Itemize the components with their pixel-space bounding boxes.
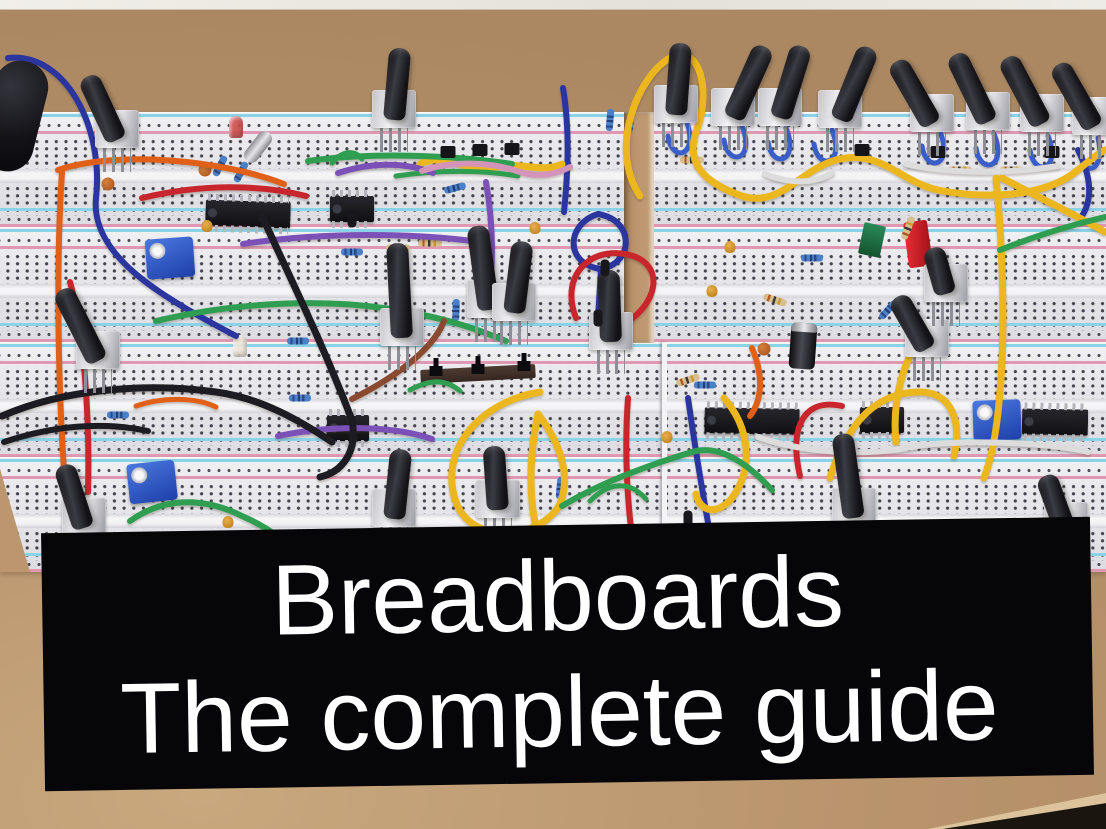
resistor — [107, 411, 129, 419]
center-channel — [0, 284, 1106, 298]
jumper-wire — [755, 434, 1091, 456]
power-rail-holes — [0, 348, 1106, 359]
jumper-wire — [560, 85, 571, 215]
power-rail-line — [0, 131, 1106, 134]
led — [229, 116, 243, 138]
jumper-wire — [153, 300, 509, 344]
jumper-wire — [685, 395, 712, 531]
power-rail-holes — [0, 327, 1106, 338]
power-rail-holes — [0, 463, 1106, 474]
jumper-wire — [0, 384, 336, 446]
jumper-wire — [998, 174, 1106, 236]
power-rail-line — [0, 323, 1106, 326]
power-rail-line — [0, 114, 1106, 117]
tactile-switch — [472, 144, 488, 156]
jumper-wire — [5, 54, 239, 339]
resistor — [287, 337, 309, 345]
power-rail-line — [0, 361, 1106, 364]
jumper-wire — [527, 410, 542, 532]
jumper-wire — [1, 422, 151, 445]
jumper-wire — [622, 51, 746, 200]
title-line-2: The complete guide — [119, 649, 1000, 776]
slide-switch — [429, 358, 443, 376]
jumper-wire — [793, 401, 845, 479]
tantalum-capacitor — [661, 431, 673, 443]
led — [233, 335, 247, 357]
pot-knob — [482, 445, 509, 511]
slide-switch — [517, 353, 531, 371]
power-rail-line — [0, 454, 1106, 457]
ceramic-capacitor — [101, 177, 115, 191]
title-banner: Breadboards The complete guide — [41, 516, 1094, 792]
jumper-wire — [139, 184, 309, 201]
wire-plug — [347, 210, 357, 228]
resistor — [289, 394, 311, 402]
resistor — [418, 239, 442, 247]
title-line-1: Breadboards — [270, 535, 845, 657]
power-rail-line — [0, 344, 1106, 347]
power-rail-holes — [0, 442, 1106, 453]
power-rail-line — [0, 246, 1106, 249]
resistor — [694, 381, 716, 389]
tantalum-capacitor — [724, 241, 736, 253]
power-rail-holes — [0, 212, 1106, 223]
power-rail-holes — [0, 118, 1106, 129]
power-rail-line — [0, 208, 1106, 211]
jumper-wire — [393, 169, 521, 179]
power-rail-line — [0, 339, 1106, 342]
power-rail-holes — [0, 233, 1106, 244]
jumper-wire — [419, 160, 573, 178]
jumper-wire — [980, 174, 1007, 482]
pot-knob — [597, 269, 622, 343]
resistor — [801, 254, 823, 262]
jumper-wire — [275, 425, 435, 442]
jumper-wire — [623, 395, 634, 531]
tantalum-capacitor — [222, 516, 234, 528]
jumper-wire — [407, 379, 463, 394]
power-rail-line — [0, 476, 1106, 479]
tantalum-capacitor — [201, 220, 213, 232]
tactile-switch — [504, 143, 520, 155]
jumper-wire — [559, 447, 775, 509]
jumper-wire — [133, 396, 219, 410]
jumper-wire — [903, 161, 1061, 175]
jumper-wire — [55, 169, 67, 473]
jumper-wire — [747, 345, 764, 419]
jumper-wire — [738, 146, 1106, 202]
tactile-switch — [854, 144, 870, 156]
jumper-wire — [258, 212, 357, 481]
power-rail-line — [0, 229, 1106, 232]
power-rail-line — [0, 224, 1106, 227]
jumper-wire — [568, 250, 657, 323]
jumper-wire — [997, 214, 1106, 253]
resistor — [341, 248, 363, 256]
slide-switch — [471, 356, 485, 374]
jumper-wire — [587, 483, 649, 504]
board-seam — [662, 342, 667, 572]
jumper-wire — [240, 232, 495, 247]
tantalum-capacitor — [706, 285, 718, 297]
ceramic-capacitor — [757, 342, 771, 356]
jumper-wire — [305, 152, 515, 167]
wire-plug — [600, 259, 610, 277]
tantalum-capacitor — [529, 222, 541, 234]
wire-plug — [683, 510, 693, 528]
tactile-switch — [440, 146, 456, 158]
wire-plug — [593, 309, 603, 327]
jumper-wire — [570, 211, 629, 273]
jumper-wire — [762, 170, 835, 185]
power-rail-line — [0, 459, 1106, 462]
jumper-wire — [692, 394, 750, 513]
table-edge — [0, 0, 1106, 10]
jumper-wire — [55, 156, 287, 187]
